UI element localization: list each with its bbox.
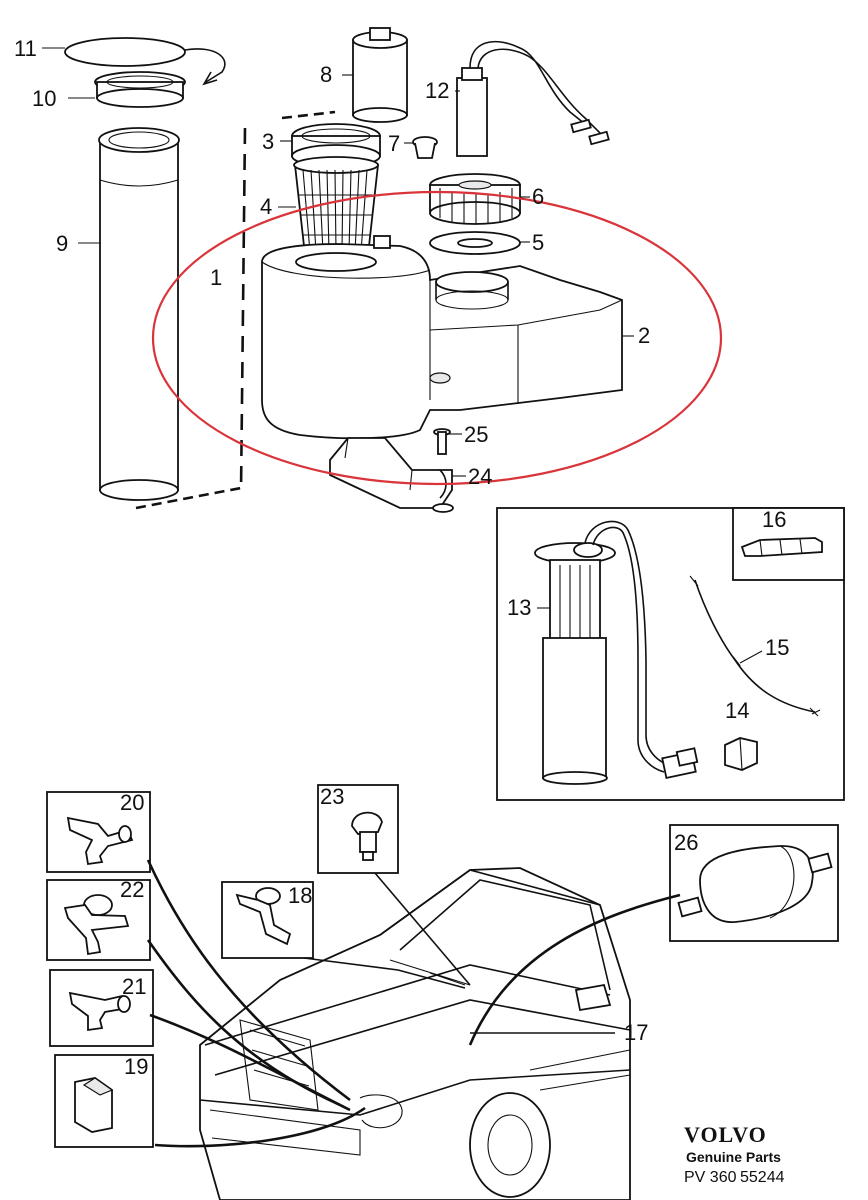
callout-18: 18	[288, 883, 312, 908]
leader-lines	[42, 47, 763, 664]
callout-6: 6	[532, 184, 544, 209]
highlight-ellipse	[151, 190, 723, 486]
genuine-parts-label: Genuine Parts	[686, 1149, 781, 1165]
callout-26: 26	[674, 830, 698, 855]
callout-20: 20	[120, 790, 144, 815]
part-13-sensor-tube	[534, 520, 699, 785]
callout-2: 2	[638, 323, 650, 348]
callout-19: 19	[124, 1054, 148, 1079]
volvo-logo-text: VOLVO	[684, 1122, 767, 1147]
callout-9: 9	[56, 231, 68, 256]
volvo-brand-block: VOLVO Genuine Parts PV 360 55244	[684, 1122, 785, 1186]
part-6-lock-nut	[429, 173, 521, 225]
callout-22: 22	[120, 877, 144, 902]
part-10-ring	[94, 71, 186, 108]
callout-4: 4	[260, 194, 272, 219]
box-20	[46, 791, 151, 873]
part-14-connector	[724, 737, 758, 771]
part-9-filler-tube	[98, 127, 180, 501]
part-15-wire	[689, 575, 821, 717]
part-19-clip	[74, 1077, 114, 1133]
hose-lines	[146, 859, 681, 1148]
callout-10: 10	[32, 86, 56, 111]
part-20-tee	[66, 816, 134, 866]
part-22-valve	[63, 894, 130, 956]
ref-prefix: PV 360	[684, 1169, 737, 1186]
callout-13: 13	[507, 595, 531, 620]
part-7-grommet	[412, 136, 438, 159]
box-21	[49, 969, 154, 1047]
callout-5: 5	[532, 230, 544, 255]
callout-21: 21	[122, 974, 146, 999]
callout-15: 15	[765, 635, 789, 660]
part-2-reservoir	[261, 235, 623, 440]
part-18-elbow	[235, 887, 292, 946]
part-21-tee	[68, 991, 131, 1032]
callout-23: 23	[320, 784, 344, 809]
callout-12: 12	[425, 78, 449, 103]
callout-3: 3	[262, 129, 274, 154]
car-outline	[199, 867, 631, 1200]
part-12-level-sensor	[456, 40, 610, 157]
callout-16: 16	[762, 507, 786, 532]
part-23-nozzle	[351, 811, 383, 861]
callout-24: 24	[468, 464, 492, 489]
callout-1: 1	[210, 265, 222, 290]
part-8-pump-motor	[352, 27, 408, 123]
assembly-bracket-1	[135, 110, 336, 510]
callout-11: 11	[14, 36, 37, 61]
part-24-bracket	[329, 437, 454, 513]
part-16-terminal	[740, 537, 823, 557]
callout-7: 7	[388, 131, 400, 156]
part-5-washer	[429, 231, 521, 255]
callout-25: 25	[464, 422, 488, 447]
part-25-screw	[433, 428, 451, 455]
callouts: 11 10 9 1 8 3 4 7 12 6 5 2 25 24 16 13 1…	[14, 36, 789, 1079]
callout-17: 17	[624, 1020, 648, 1045]
part-11-cap	[64, 37, 226, 86]
callout-14: 14	[725, 698, 749, 723]
ref-number: 55244	[740, 1169, 785, 1186]
part-4-strainer	[293, 156, 380, 256]
callout-8: 8	[320, 62, 332, 87]
part-26-filter	[677, 845, 833, 923]
